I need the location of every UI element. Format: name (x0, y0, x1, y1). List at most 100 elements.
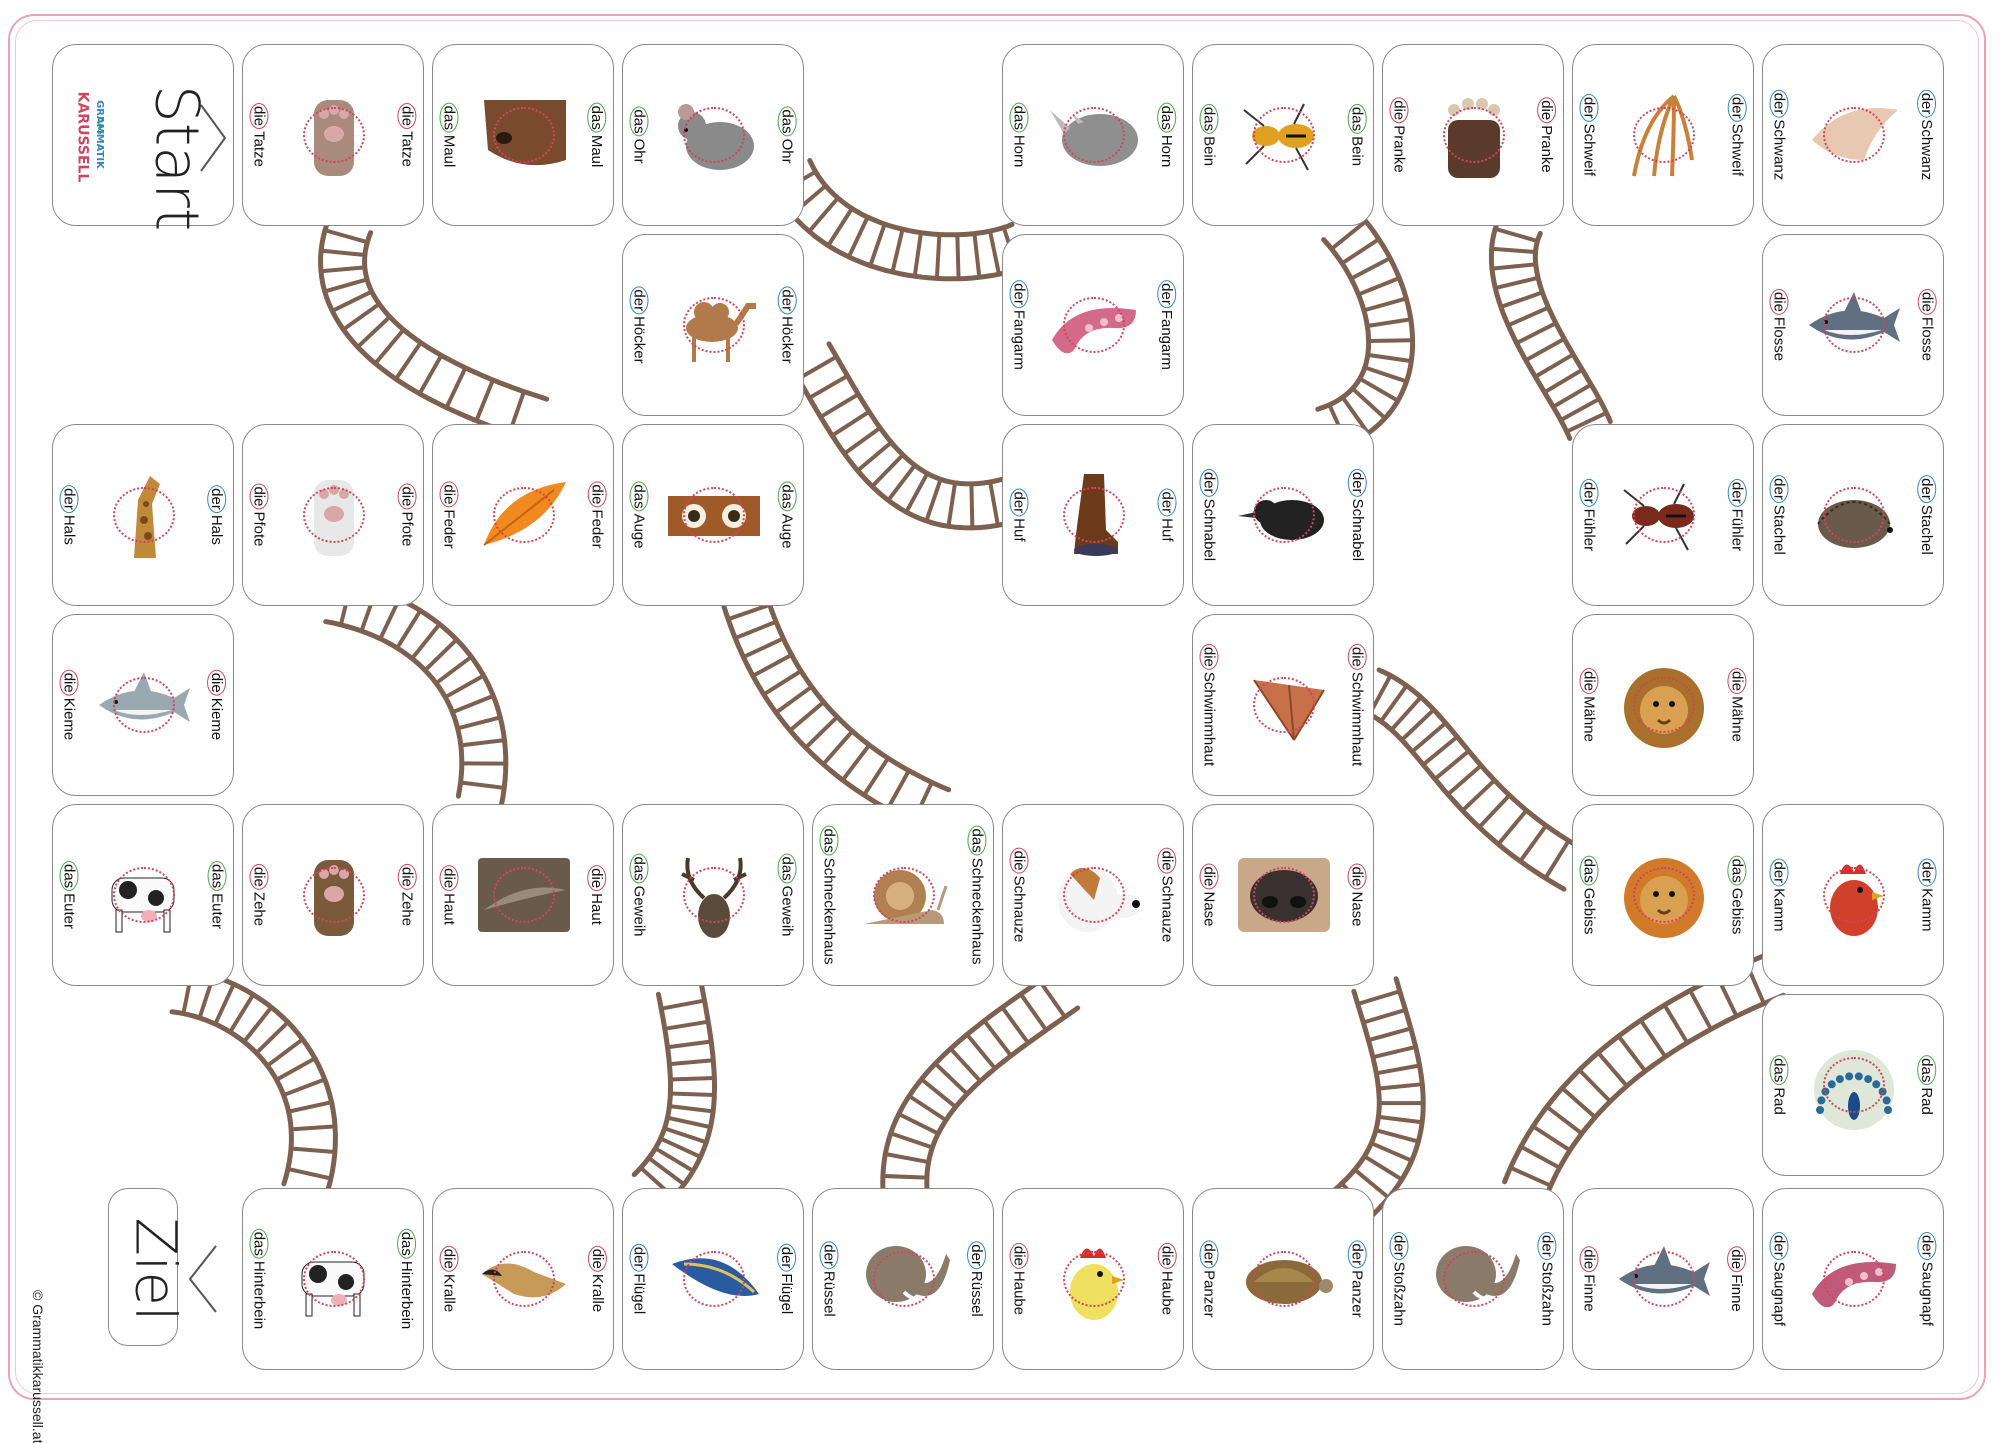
tile-label-l: derKamm (1771, 858, 1788, 931)
highlight-ring (1253, 1251, 1315, 1307)
noun-label: Haube (1159, 1271, 1176, 1315)
noun-label: Flosse (1771, 317, 1788, 361)
noun-label: Höcker (631, 316, 648, 364)
tile-label-l: dasGebiss (1581, 856, 1598, 935)
noun-label: Auge (779, 514, 796, 549)
article-badge: das (60, 861, 79, 891)
tile-label-r: dasEuter (209, 861, 226, 929)
highlight-ring (493, 1251, 555, 1307)
tile-label-r: dasHinterbein (399, 1229, 416, 1330)
article-badge: der (208, 485, 227, 513)
article-badge: die (440, 481, 459, 507)
highlight-ring (303, 1251, 365, 1307)
start-tile[interactable]: Start DAS GRAMMATIK KARUSSELL (52, 44, 234, 226)
article-badge: die (440, 1246, 459, 1272)
article-badge: das (208, 861, 227, 891)
tile-label-l: dasBein (1201, 104, 1218, 166)
highlight-ring (1443, 107, 1505, 163)
noun-label: Geweih (631, 886, 648, 937)
tile-label-r: dasHorn (1159, 103, 1176, 168)
highlight-ring (113, 487, 175, 543)
noun-label: Kralle (441, 1274, 458, 1312)
tile-label-r: dieFinne (1729, 1246, 1746, 1312)
tile-label-r: dieFeder (589, 481, 606, 548)
tile-label-r: derStoßzahn (1539, 1232, 1556, 1326)
noun-label: Schweif (1729, 124, 1746, 177)
noun-label: Flosse (1919, 317, 1936, 361)
goal-title: Ziel (122, 1218, 187, 1322)
goal-tile[interactable]: Ziel (108, 1188, 178, 1346)
highlight-ring (493, 867, 555, 923)
highlight-ring (873, 867, 935, 923)
article-badge: die (60, 670, 79, 696)
article-badge: das (778, 481, 797, 511)
article-badge: das (1580, 856, 1599, 886)
tile-label-l: derHöcker (631, 286, 648, 363)
highlight-ring (1823, 867, 1885, 923)
article-badge: die (1390, 97, 1409, 123)
article-badge: die (1580, 1246, 1599, 1272)
article-badge: das (440, 103, 459, 133)
article-badge: das (968, 826, 987, 856)
noun-label: Panzer (1201, 1270, 1218, 1318)
noun-label: Haut (589, 893, 606, 925)
noun-label: Pfote (399, 512, 416, 547)
article-badge: die (398, 864, 417, 890)
noun-label: Rüssel (821, 1271, 838, 1317)
article-badge: der (1770, 858, 1789, 886)
noun-label: Nase (1201, 892, 1218, 927)
tile-label-l: derRüssel (821, 1241, 838, 1317)
article-badge: die (250, 483, 269, 509)
noun-label: Feder (441, 509, 458, 548)
article-badge: das (630, 481, 649, 511)
highlight-ring (1063, 487, 1125, 543)
highlight-ring (1063, 1251, 1125, 1307)
article-badge: der (1010, 488, 1029, 516)
tile-label-l: derPanzer (1201, 1240, 1218, 1317)
noun-label: Haube (1011, 1271, 1028, 1315)
noun-label: Hinterbein (251, 1261, 268, 1329)
noun-label: Ohr (631, 139, 648, 164)
